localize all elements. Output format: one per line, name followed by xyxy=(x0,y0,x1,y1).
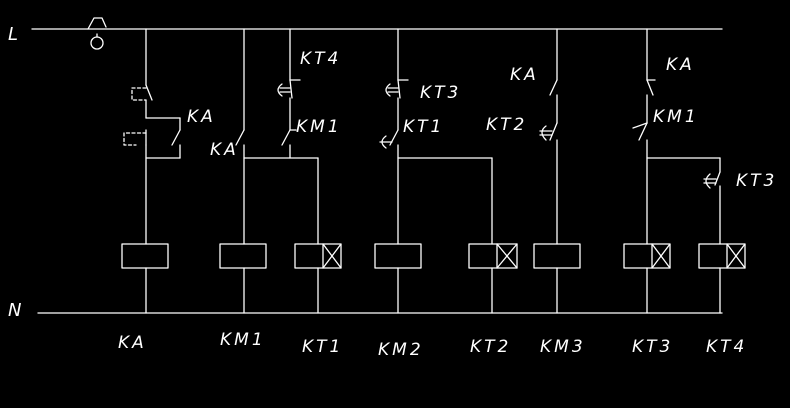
branch-km3: KA KT2 xyxy=(486,28,581,314)
kt4-delay-contact-label: KT4 xyxy=(300,49,341,69)
kt2-delay-contact xyxy=(539,122,558,141)
coil-label-ka: KA xyxy=(118,333,147,353)
kt3-delay-contact-label: KT3 xyxy=(420,83,461,103)
coil-label-kt2: KT2 xyxy=(470,337,511,357)
kt4-delay-contact xyxy=(277,79,301,99)
kt3-coil xyxy=(623,243,671,269)
kt1-coil xyxy=(294,243,342,269)
km1-interlock-contact-label: KM1 xyxy=(296,117,342,137)
coil-labels: KA KM1 KT1 KM2 KT2 KM3 KT3 KT4 xyxy=(118,330,747,360)
branch-ka: KA xyxy=(121,28,216,314)
coil-label-kt4: KT4 xyxy=(706,337,747,357)
kt2-coil xyxy=(468,243,518,269)
line-rail-label: L xyxy=(8,24,18,45)
stop-button xyxy=(87,17,107,50)
ka-km3-branch-contact-label: KA xyxy=(666,55,695,75)
kt1-delay-contact xyxy=(379,129,399,149)
km1-coil xyxy=(219,243,267,269)
ka-coil xyxy=(121,243,169,269)
neutral-rail-label: N xyxy=(8,300,21,321)
line-rail: L xyxy=(8,24,723,45)
kt3-delay-contact xyxy=(385,79,409,99)
kt1-delay-contact-label: KT1 xyxy=(403,117,444,137)
ka-km3-contact-label: KA xyxy=(510,65,539,85)
neutral-rail: N xyxy=(8,300,723,321)
ka-start-contact-label: KA xyxy=(210,140,239,160)
coil-label-km3: KM3 xyxy=(540,337,586,357)
km2-coil xyxy=(374,243,422,269)
ka-push-actuator xyxy=(131,84,153,101)
kt3-delay-contact-2 xyxy=(703,171,721,189)
ka-seal-contact-label: KA xyxy=(187,107,216,127)
branch-km1-kt1: KA KT4 KM1 xyxy=(210,28,342,314)
coil-label-kt3: KT3 xyxy=(632,337,673,357)
branch-kt3-kt4: KA KM1 KT3 xyxy=(623,28,777,314)
km3-coil xyxy=(533,243,581,269)
kt2-delay-contact-label: KT2 xyxy=(486,115,527,135)
coil-label-kt1: KT1 xyxy=(302,337,343,357)
km1-branch-contact-label: KM1 xyxy=(653,107,699,127)
kt4-coil xyxy=(698,243,746,269)
coil-label-km1: KM1 xyxy=(220,330,266,350)
coil-label-km2: KM2 xyxy=(378,340,424,360)
branch-km2-kt2: KT3 KT1 xyxy=(374,28,518,314)
start-button xyxy=(123,129,147,146)
kt3-delay-contact-2-label: KT3 xyxy=(736,171,777,191)
